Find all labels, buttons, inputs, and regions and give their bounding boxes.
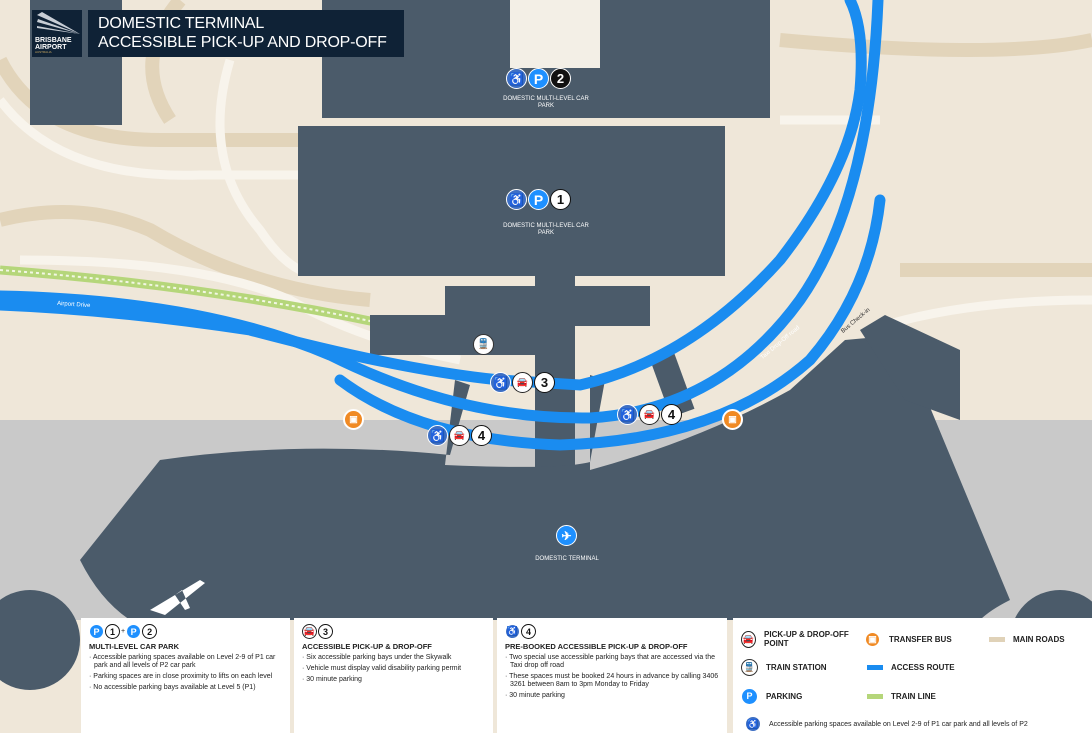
car-icon: 🚘 [449,425,470,446]
buildings [30,0,1010,620]
number-badge: 3 [318,624,333,639]
panel-item: Vehicle must display valid disability pa… [302,665,485,673]
panel-item: Accessible parking spaces available on L… [89,654,282,670]
parking-icon: P [126,624,142,639]
car-icon: 🚘 [639,404,660,425]
title-line2: ACCESSIBLE PICK-UP AND DROP-OFF [98,34,387,51]
parking-icon: P [741,688,758,705]
car-icon: 🚘 [741,630,757,648]
panel-badge: P 1 + P 2 [89,624,282,639]
bus-icon: ▣ [343,409,364,430]
parking-icon: P [89,624,104,639]
title-line1: DOMESTIC TERMINAL [98,15,265,32]
brisbane-airport-logo: BRISBANE AIRPORT AUSTRALIA [32,10,82,57]
wheelchair-icon: ♿ [506,68,527,89]
page-title: DOMESTIC TERMINAL ACCESSIBLE PICK-UP AND… [88,10,404,57]
legend-train-line: TRAIN LINE [867,692,936,701]
panel-item: These spaces must be booked 24 hours in … [505,673,719,689]
wheelchair-icon: ♿ [490,372,511,393]
logo-text: BRISBANE AIRPORT [35,37,72,51]
legend-label: Accessible parking spaces available on L… [769,720,1028,728]
panel-item: Parking spaces are in close proximity to… [89,673,282,681]
legend-label: ACCESS ROUTE [891,663,955,672]
legend-train-station: 🚆 TRAIN STATION [741,659,827,676]
parking-icon: P [528,189,549,210]
train-station-marker[interactable]: 🚆 [473,334,494,355]
train-icon: 🚆 [741,659,758,676]
car-park-p2-label: DOMESTIC MULTI-LEVEL CAR PARK [503,96,589,109]
number-badge: 1 [550,189,571,210]
wheelchair-icon: ♿ [506,189,527,210]
legend-transfer-bus: ▣ TRANSFER BUS [864,631,952,648]
panel-title: PRE-BOOKED ACCESSIBLE PICK-UP & DROP-OFF [505,642,688,651]
number-badge: 4 [521,624,536,639]
panel-item: No accessible parking bays available at … [89,684,282,692]
legend-label: TRAIN STATION [766,663,827,672]
pickup-point-3[interactable]: ♿ 🚘 3 [490,372,555,393]
wheelchair-icon: ♿ [427,425,448,446]
parking-icon: P [528,68,549,89]
panel-badge: ♿ 4 [505,624,719,639]
pickup-point-4-west[interactable]: ♿ 🚘 4 [427,425,492,446]
bus-icon: ▣ [722,409,743,430]
number-badge: 4 [661,404,682,425]
panel-item: 30 minute parking [505,692,719,700]
plane-icon: ✈ [556,525,577,546]
panel-title: ACCESSIBLE PICK-UP & DROP-OFF [302,642,432,651]
legend-pickup: 🚘 PICK-UP & DROP-OFF POINT [741,630,861,648]
legend-label: PARKING [766,692,803,701]
car-icon: 🚘 [512,372,533,393]
number-badge: 2 [142,624,158,639]
legend-label: TRANSFER BUS [889,635,952,644]
logo-subtext: AUSTRALIA [35,50,52,54]
legend-access-route: ACCESS ROUTE [867,663,955,672]
train-icon: 🚆 [473,334,494,355]
transfer-bus-west[interactable]: ▣ [343,409,364,430]
number-badge: 4 [471,425,492,446]
wheelchair-icon: ♿ [505,624,520,639]
legend-accessible-note: ♿ Accessible parking spaces available on … [745,716,1028,732]
pickup-point-4-east[interactable]: ♿ 🚘 4 [617,404,682,425]
transfer-bus-east[interactable]: ▣ [722,409,743,430]
wheelchair-icon: ♿ [745,716,761,732]
car-park-p1-label: DOMESTIC MULTI-LEVEL CAR PARK [503,223,589,236]
legend-label: PICK-UP & DROP-OFF POINT [764,630,849,648]
plane-icon [150,580,205,615]
legend-main-roads: MAIN ROADS [989,635,1065,644]
panel-item: Six accessible parking bays under the Sk… [302,654,485,662]
wheelchair-icon: ♿ [617,404,638,425]
panel-car-park: P 1 + P 2 MULTI-LEVEL CAR PARK Accessibl… [81,618,290,733]
main-roads-swatch [989,637,1005,642]
train-line-swatch [867,694,883,699]
number-badge: 3 [534,372,555,393]
number-badge: 2 [550,68,571,89]
panel-badge: 🚘 3 [302,624,485,639]
legend-label: TRAIN LINE [891,692,936,701]
plus-sign: + [121,628,126,635]
car-park-p2-marker[interactable]: ♿ P 2 [506,68,571,89]
terminal [80,335,1010,620]
legend-label: MAIN ROADS [1013,635,1065,644]
access-route-swatch [867,665,883,670]
bus-icon: ▣ [864,631,881,648]
car-icon: 🚘 [302,624,317,639]
panel-item: Two special use accessible parking bays … [505,654,719,670]
car-park-p1-marker[interactable]: ♿ P 1 [506,189,571,210]
logo-mark [37,12,80,34]
number-badge: 1 [105,624,120,639]
legend-panel: 🚘 PICK-UP & DROP-OFF POINT 🚆 TRAIN STATION… [733,618,1092,733]
legend-parking: P PARKING [741,688,802,705]
panel-title: MULTI-LEVEL CAR PARK [89,642,179,651]
panel-prebooked: ♿ 4 PRE-BOOKED ACCESSIBLE PICK-UP & DROP… [497,618,727,733]
terminal-marker[interactable]: ✈ [556,525,577,546]
panel-item: 30 minute parking [302,676,485,684]
panel-pickup: 🚘 3 ACCESSIBLE PICK-UP & DROP-OFF Six ac… [294,618,493,733]
terminal-label: DOMESTIC TERMINAL [535,556,599,562]
